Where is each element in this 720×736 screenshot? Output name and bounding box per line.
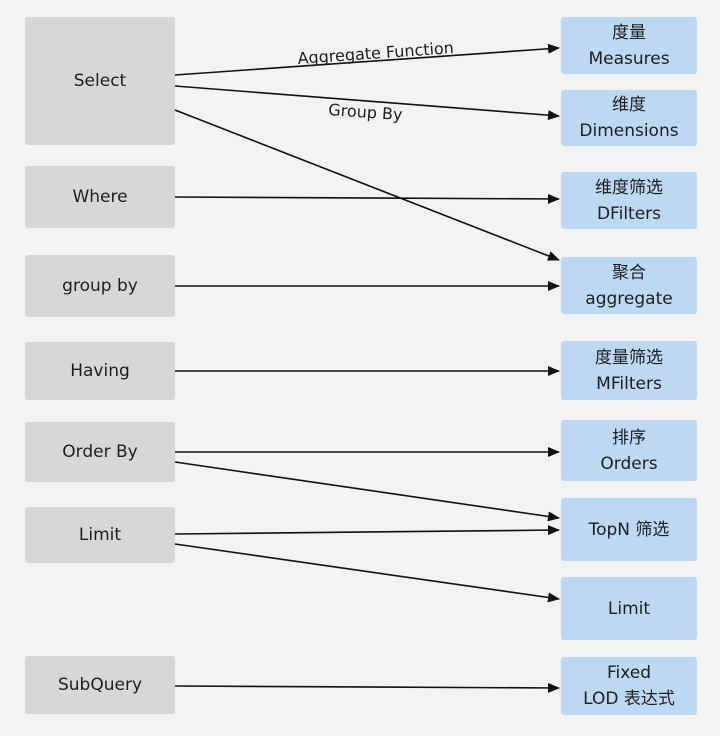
edge-label-group-by: Group By: [328, 100, 403, 124]
node-fixed-lod-l2: LOD 表达式: [583, 689, 675, 709]
node-mfilters-en: MFilters: [596, 373, 662, 394]
node-fixed-lod: Fixed LOD 表达式: [561, 657, 697, 715]
node-dimensions: 维度 Dimensions: [561, 90, 697, 146]
edge-where-dfilters: [174, 193, 560, 204]
node-dfilters: 维度筛选 DFilters: [561, 172, 697, 229]
edge-subquery-fixedlod: [174, 682, 560, 693]
node-limit-target-label: Limit: [607, 598, 651, 619]
node-limit-target: Limit: [561, 577, 697, 640]
node-orders-en: Orders: [600, 453, 658, 474]
edge-limit-limit: [174, 543, 560, 603]
edge-select-dimensions: [174, 85, 560, 121]
node-dimensions-cn: 维度: [612, 95, 646, 115]
node-subquery-label: SubQuery: [57, 675, 143, 695]
node-dfilters-en: DFilters: [596, 203, 662, 224]
edge-select-measures: [174, 43, 560, 76]
node-having: Having: [25, 342, 175, 400]
node-subquery: SubQuery: [25, 656, 175, 714]
node-having-label: Having: [70, 361, 130, 381]
edge-label-aggregate-function: Aggregate Function: [297, 38, 454, 68]
node-order-by-label: Order By: [62, 442, 138, 462]
node-order-by: Order By: [25, 422, 175, 482]
node-select: Select: [25, 17, 175, 145]
node-topn-label: TopN 筛选: [588, 519, 670, 540]
node-aggregate-cn: 聚合: [612, 262, 646, 283]
node-group-by-label: group by: [62, 276, 138, 296]
node-mfilters: 度量筛选 MFilters: [561, 341, 697, 400]
node-measures: 度量 Measures: [561, 17, 697, 74]
node-limit-label: Limit: [78, 525, 122, 545]
node-dfilters-cn: 维度筛选: [595, 177, 663, 198]
node-select-label: Select: [73, 71, 127, 91]
node-orders-cn: 排序: [612, 427, 646, 448]
node-orders: 排序 Orders: [561, 420, 697, 481]
node-limit: Limit: [25, 507, 175, 563]
node-measures-en: Measures: [588, 48, 670, 69]
node-where-label: Where: [72, 187, 128, 207]
node-dimensions-en: Dimensions: [579, 121, 679, 141]
edge-select-aggregate: [174, 109, 560, 261]
node-measures-cn: 度量: [612, 22, 646, 43]
edge-orderby-topn: [174, 461, 560, 522]
node-mfilters-cn: 度量筛选: [595, 347, 663, 368]
node-where: Where: [25, 166, 175, 228]
node-topn: TopN 筛选: [561, 498, 697, 561]
node-aggregate: 聚合 aggregate: [561, 257, 697, 314]
node-group-by: group by: [25, 255, 175, 317]
edge-limit-topn: [174, 525, 560, 536]
node-aggregate-en: aggregate: [585, 288, 673, 309]
node-fixed-lod-l1: Fixed: [606, 663, 652, 683]
